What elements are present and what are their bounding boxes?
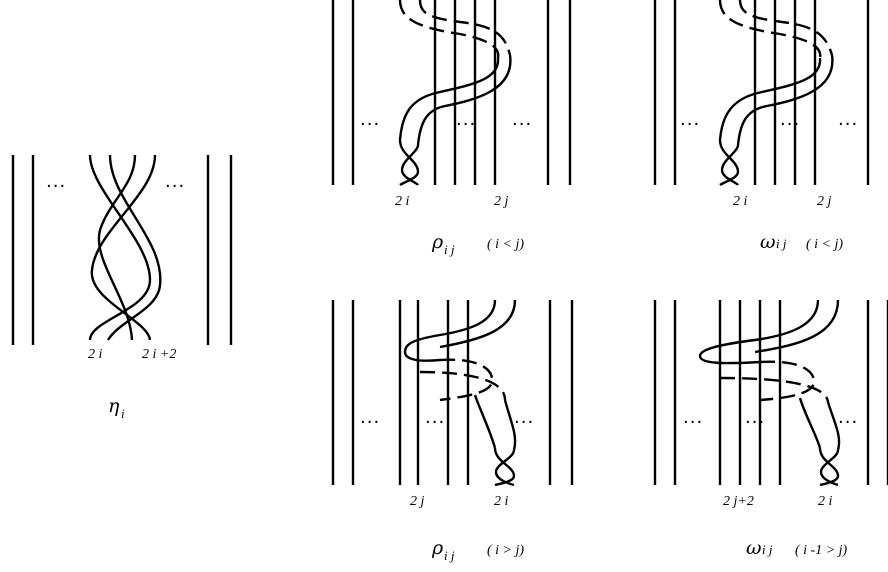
strand xyxy=(439,358,494,402)
strand-label: 2 i xyxy=(395,194,410,209)
strand xyxy=(418,0,512,56)
caption-subscript: i xyxy=(121,406,125,421)
ellipsis: ··· xyxy=(456,114,476,135)
ellipsis: ··· xyxy=(512,114,532,135)
strand xyxy=(106,154,162,341)
strand xyxy=(719,376,830,403)
ellipsis: ··· xyxy=(838,412,858,433)
strand xyxy=(720,144,740,186)
caption-condition: ( i < j) xyxy=(487,237,524,252)
strand-label: 2 i xyxy=(88,347,103,362)
ellipsis: ··· xyxy=(745,412,765,433)
strand-label: 2 i xyxy=(818,494,833,509)
strand-label: 2 i xyxy=(494,494,509,509)
strand xyxy=(416,54,512,146)
caption-subscript: i j xyxy=(444,548,455,563)
caption-condition: ( i > j) xyxy=(487,543,524,558)
ellipsis: ··· xyxy=(514,412,534,433)
strand xyxy=(403,299,497,362)
strand-label: 2 i +2 xyxy=(142,347,176,362)
caption-condition: ( i < j) xyxy=(806,237,843,252)
strand xyxy=(818,447,840,487)
caption-subscript: i j xyxy=(444,242,455,257)
ellipsis: ··· xyxy=(683,412,703,433)
strand xyxy=(398,0,500,59)
caption-condition: ( i -1 > j) xyxy=(795,543,848,558)
ellipsis-left: ··· xyxy=(46,176,66,197)
strand xyxy=(90,154,157,341)
ellipsis: ··· xyxy=(360,412,380,433)
strand xyxy=(97,154,137,341)
strand xyxy=(419,370,507,401)
strand xyxy=(473,394,497,449)
strand xyxy=(718,139,740,187)
strand xyxy=(738,0,834,56)
ellipsis: ··· xyxy=(425,412,445,433)
strand xyxy=(398,139,420,187)
ellipsis: ··· xyxy=(360,114,380,135)
caption-symbol: η xyxy=(108,395,120,417)
strand xyxy=(503,399,517,451)
strand xyxy=(718,57,822,141)
ellipsis: ··· xyxy=(680,114,700,135)
strand xyxy=(494,449,516,487)
strand xyxy=(493,447,516,487)
caption-symbol: ω xyxy=(746,537,762,559)
caption-symbol: ρ xyxy=(431,537,444,559)
strand xyxy=(736,54,834,146)
panel-omega-i-lt-j: ··· ··· ··· 2 i 2 j ω i j ( i < j) xyxy=(653,0,870,253)
caption-subscript: i j xyxy=(762,542,773,557)
strand xyxy=(759,360,816,402)
strand xyxy=(819,449,840,487)
strand xyxy=(398,57,500,141)
strand-label: 2 j xyxy=(494,194,509,209)
caption-symbol: ρ xyxy=(431,231,444,253)
strand xyxy=(754,299,840,354)
panel-rho-i-lt-j: ··· ··· ··· 2 i 2 j ρ i j ( i < j) xyxy=(331,0,572,257)
panel-rho-i-gt-j: ··· ··· ··· 2 j 2 i ρ i j ( i > j) xyxy=(331,299,574,563)
strand xyxy=(439,299,517,349)
strand xyxy=(88,154,152,341)
ellipsis-right: ··· xyxy=(165,176,185,197)
strand-label: 2 i xyxy=(733,194,748,209)
strand-label: 2 j xyxy=(817,194,832,209)
strand xyxy=(826,401,841,451)
caption-symbol: ω xyxy=(760,231,776,253)
ellipsis: ··· xyxy=(780,114,800,135)
strand-label: 2 j+2 xyxy=(723,494,754,509)
panel-eta: ··· ··· 2 i 2 i +2 η i xyxy=(11,154,233,421)
strand xyxy=(698,299,820,365)
strand xyxy=(718,0,822,59)
strand xyxy=(400,144,420,186)
strand-label: 2 j xyxy=(410,494,425,509)
ellipsis: ··· xyxy=(838,114,858,135)
strand xyxy=(798,397,822,449)
caption-subscript: i j xyxy=(776,236,787,251)
panel-omega-i-gt-j: ··· ··· ··· 2 j+2 2 i ω i j ( i -1 > j) xyxy=(653,299,888,559)
